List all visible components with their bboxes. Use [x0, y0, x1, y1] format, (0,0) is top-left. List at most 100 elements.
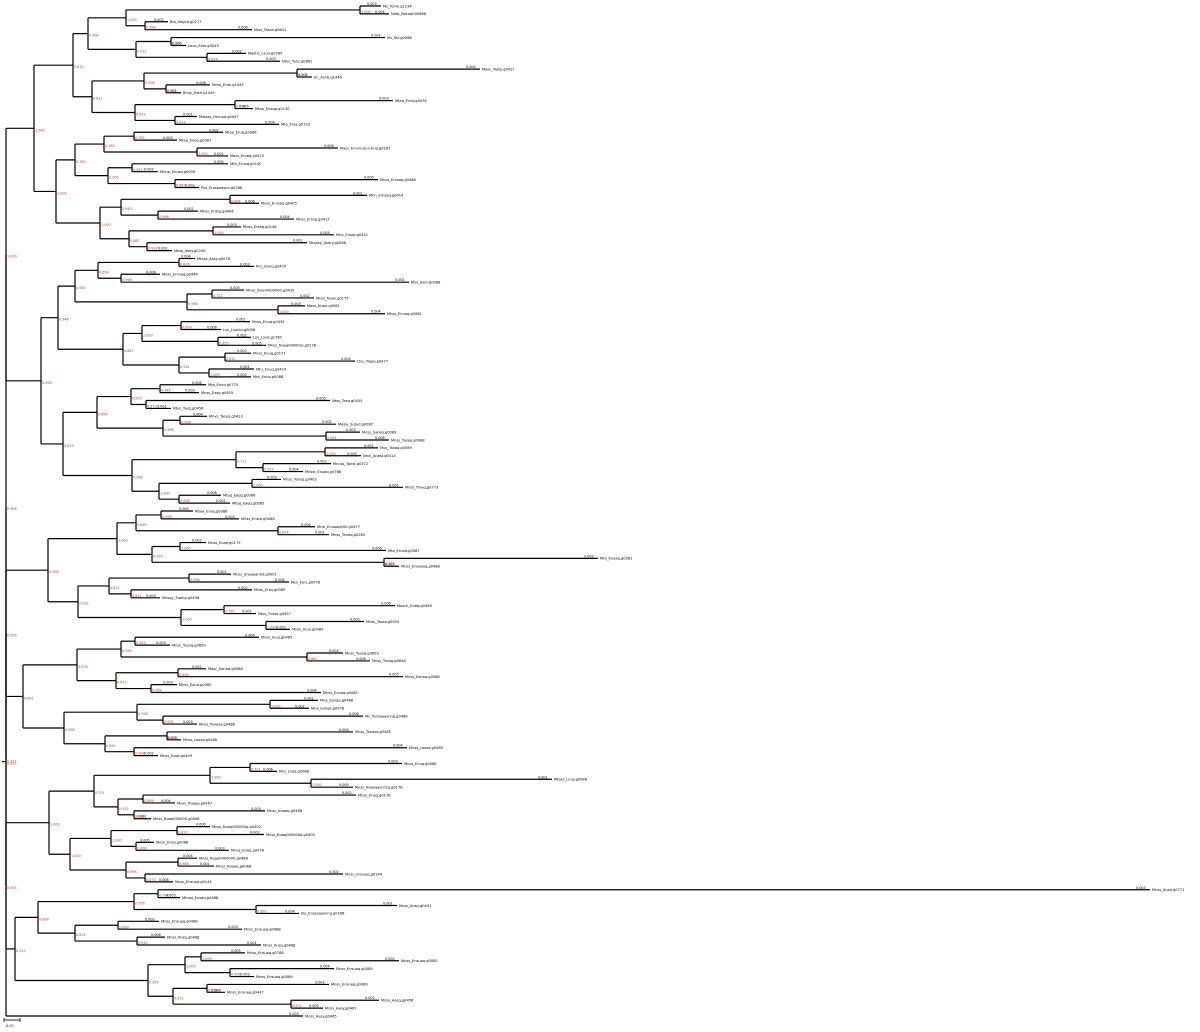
- leaf-label: Mass_Ernvnusnn.Enq.g0267: [340, 146, 390, 150]
- support-value: 1.000: [160, 491, 170, 495]
- support-value: 1.000: [186, 965, 196, 969]
- support-value: 0.998: [159, 215, 169, 219]
- support-value: 0.812: [7, 762, 17, 766]
- leaf-label: Mnss_Ernsaq.g0405: [261, 202, 297, 206]
- leaf-label: Mnss_Ensuaq.g0085: [401, 959, 438, 963]
- branch-length-label: 0.004: [393, 744, 403, 748]
- branch-length-label: 0.003: [163, 136, 173, 140]
- branch-length-label: 0.004: [245, 633, 255, 637]
- support-value: 0.943: [133, 168, 143, 172]
- support-value: 1.000: [312, 783, 322, 787]
- support-value: 1.000: [35, 128, 45, 132]
- support-value: 0.955: [219, 341, 229, 345]
- leaf-label: Mnss_Ernsaq.g0488: [380, 178, 417, 182]
- leaf-label: Mnt_Enuq.g0088: [253, 375, 284, 379]
- support-value: 0.887: [308, 657, 318, 661]
- leaf-label: Lava_Ears.g0243: [188, 44, 219, 48]
- leaf-label: Mta_Eruaq.g0087: [388, 549, 420, 553]
- branch-length-label: 0.002: [216, 499, 226, 503]
- branch-length-label: 0.006: [151, 933, 161, 937]
- leaf-label: Mnss_Easq.g0405: [201, 391, 233, 395]
- leaf-label: Mnss_Tausq.g0659: [345, 651, 379, 655]
- leaf-label: Mstass_Hmnod.g0097: [199, 115, 239, 119]
- leaf-label: Mnss_Sneaaantst.g0001: [233, 572, 277, 576]
- branch-length-label: 0.004: [285, 909, 295, 913]
- support-value: 0.921: [167, 89, 177, 93]
- leaf-label: Pvs_Erosaaasnn.g0268: [201, 186, 243, 190]
- branch-length-label: 0.005: [339, 783, 349, 787]
- support-value: 0.873: [147, 404, 157, 408]
- branch-length-label: 0.004: [301, 523, 311, 527]
- leaf-label: Bia_Dagcd.g0277: [170, 20, 202, 24]
- support-value: 1.000: [198, 152, 208, 156]
- support-value: 0.765: [105, 144, 115, 148]
- branch-length-label: 0.005: [364, 176, 374, 180]
- leaf-label: Mnss_Tanasq.g0488: [199, 722, 236, 726]
- support-value: 0.812: [110, 586, 120, 590]
- branch-length-label: 0.002: [144, 752, 154, 756]
- leaf-label: Mnss_Tansq.g0403: [283, 478, 317, 482]
- support-value: 0.721: [95, 791, 105, 795]
- support-value: 0.921: [174, 996, 184, 1000]
- branch-length-label: 0.005: [339, 728, 349, 732]
- leaf-label: Lsn_Lsuniq.g0008: [223, 328, 256, 332]
- support-value: 0.998: [135, 752, 145, 756]
- support-value: 0.721: [237, 460, 247, 464]
- leaf-label: Mnss_Ensuaq.g0488: [244, 928, 281, 932]
- leaf-label: Mnss_Aasy.g0467: [325, 1006, 357, 1010]
- branch-length-label: 0.005: [350, 617, 360, 621]
- branch-length-label: 0.003: [225, 515, 235, 519]
- leaf-label: Mnsgy_Eoehg.g0456: [162, 596, 200, 600]
- support-value: 0.956: [7, 633, 17, 637]
- support-value: 0.943: [76, 286, 86, 290]
- leaf-label: Mtaa_Enoq.g0087: [179, 138, 211, 142]
- support-value: 1.000: [326, 452, 336, 456]
- leaf-label: Mnss_Ersaq.g0417: [296, 217, 330, 221]
- leaf-label: Mnss_Tausq.g0659: [172, 643, 206, 647]
- branch-length-label: 0.004: [466, 65, 476, 69]
- branch-length-label: 0.002: [365, 996, 375, 1000]
- branch-length-label: 0.001: [137, 815, 147, 819]
- branch-length-label: 0.004: [183, 854, 193, 858]
- leaf-label: Mnss_Ansq.g0488: [263, 943, 296, 947]
- leaf-label: Mnss_Nuaa0000000.g0488: [199, 856, 249, 860]
- support-value: 0.899: [39, 917, 49, 921]
- branch-length-label: 0.004: [307, 688, 317, 692]
- leaf-label: Mnss_Ensuaq.g0089: [336, 967, 373, 971]
- support-value: 0.874: [279, 531, 289, 535]
- branch-length-label: 0.005: [140, 838, 150, 842]
- branch-length-label: 0.001: [364, 444, 374, 448]
- leaf-label: Mass_Nuan.g0061: [307, 304, 340, 308]
- support-value: 0.998: [236, 105, 246, 109]
- leaf-label: Mna_Eonqa.g0488: [320, 699, 354, 703]
- leaf-label: Mnas_Enaq.g0078: [231, 849, 265, 853]
- support-value: 1.000: [57, 191, 67, 195]
- branch-length-label: 0.002: [342, 791, 352, 795]
- branch-length-label: 0.003: [267, 475, 277, 479]
- support-value: 0.874: [208, 57, 218, 61]
- support-value: 0.691: [24, 696, 34, 700]
- branch-length-label: 0.005: [230, 286, 240, 290]
- leaf-label: Mtaa_Eruq.g0086: [225, 131, 257, 135]
- leaf-label: Mnss_Enaq.g0178: [358, 793, 391, 797]
- support-value: 0.946: [179, 862, 189, 866]
- support-value: 0.998: [89, 34, 99, 38]
- branch-length-label: 0.003: [228, 925, 238, 929]
- leaf-label: Mnss_Tinaq.g0773: [405, 486, 438, 490]
- branch-length-label: 0.002: [329, 870, 339, 874]
- support-value: 0.876: [168, 736, 178, 740]
- branch-length-label: 0.001: [214, 152, 224, 156]
- support-value: 0.874: [292, 1004, 302, 1008]
- leaf-label: Mnss_Ansq.g0441: [399, 904, 431, 908]
- leaf-label: Mtaq_Eaqq.g0086: [223, 494, 256, 498]
- leaf-label: Mtu_Enuq.g0419: [256, 367, 287, 371]
- branch-length-label: 0.001: [371, 34, 381, 38]
- support-value: 0.765: [135, 136, 145, 140]
- branch-length-label: 0.001: [242, 610, 252, 614]
- leaf-label: Mnss_Nuaq000000q.g0402: [212, 825, 261, 829]
- leaf-label: Elo_Ensasaasnnq.g0166: [301, 912, 345, 916]
- branch-length-label: 0.005: [347, 452, 357, 456]
- leaf-label: Mus_Tasaq.g0089: [380, 446, 412, 450]
- branch-length-label: 0.004: [371, 310, 381, 314]
- branch-length-label: 0.003: [146, 594, 156, 598]
